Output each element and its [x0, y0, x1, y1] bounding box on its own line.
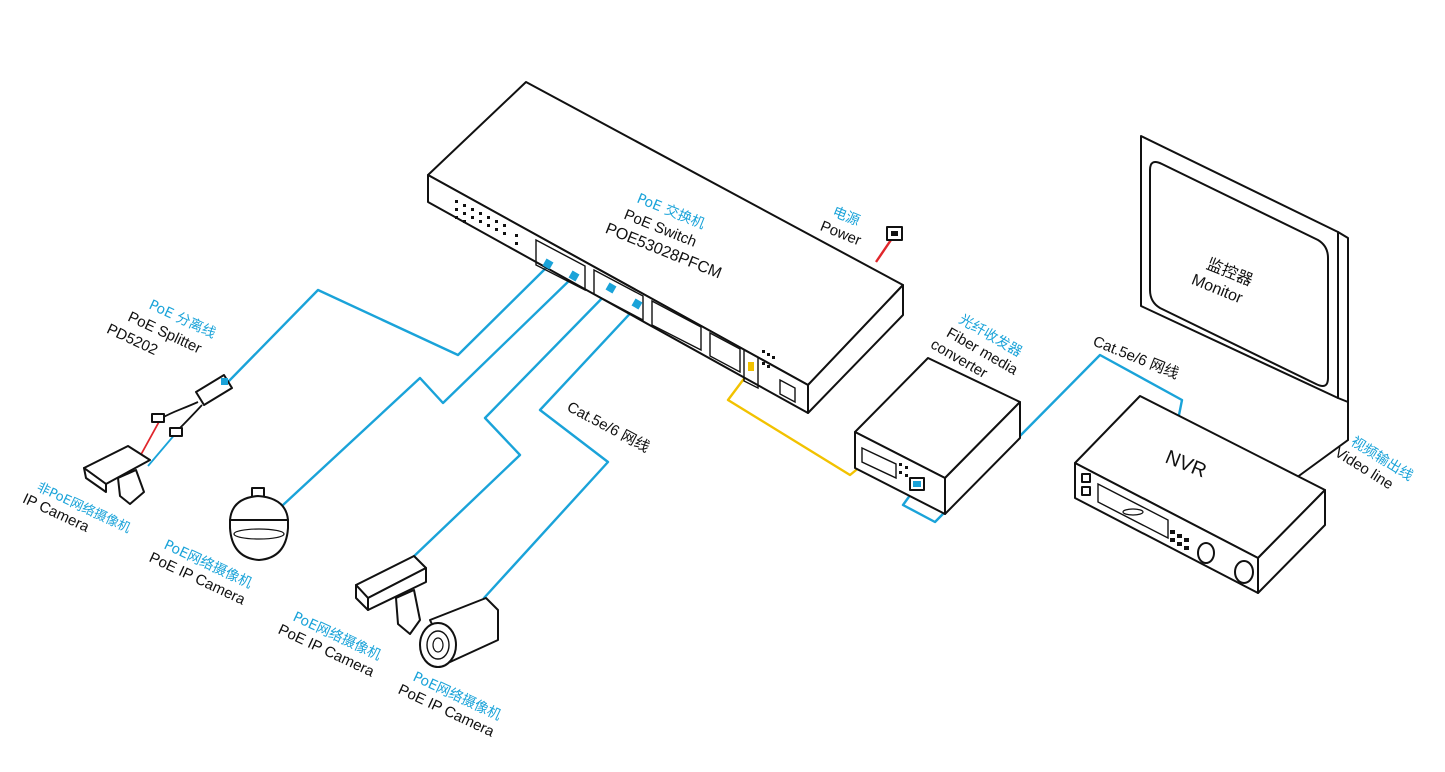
splitter-icon	[151, 374, 233, 437]
non-poe-camera-labels: 非PoE网络摄像机 IP Camera	[20, 479, 133, 536]
box-camera-icon	[355, 555, 427, 635]
video-line-labels: 视频输出线 Video line	[1332, 434, 1416, 493]
power-socket-icon	[886, 226, 903, 241]
switch-vents	[455, 200, 518, 245]
box-camera-labels: PoE网络摄像机 PoE IP Camera	[275, 609, 383, 681]
bullet-camera-icon	[419, 597, 499, 668]
dome-camera-icon	[229, 487, 289, 561]
nvr-icon	[1074, 395, 1326, 594]
cable-left-label: Cat.5e/6 网线	[564, 399, 652, 457]
monitor-icon	[1140, 135, 1349, 403]
cable-splitter-power-red	[137, 419, 161, 461]
switch-leds	[762, 350, 775, 368]
media-converter-icon	[854, 357, 1021, 515]
bullet-camera-labels: PoE网络摄像机 PoE IP Camera	[395, 669, 503, 741]
box-camera-icon	[83, 445, 151, 505]
cable-power	[875, 236, 894, 263]
cable-dome-to-switch	[281, 274, 576, 507]
cable-box-to-switch	[408, 286, 614, 562]
cable-splitter-camera-blue	[147, 432, 177, 467]
cable-left-labels: Cat.5e/6 网线	[564, 399, 652, 457]
splitter-labels: PoE 分离线 PoE Splitter PD5202	[104, 296, 219, 359]
cable-bullet-to-switch	[482, 303, 640, 600]
cable-splitter-to-switch	[226, 264, 550, 384]
switch-icon	[427, 81, 904, 414]
